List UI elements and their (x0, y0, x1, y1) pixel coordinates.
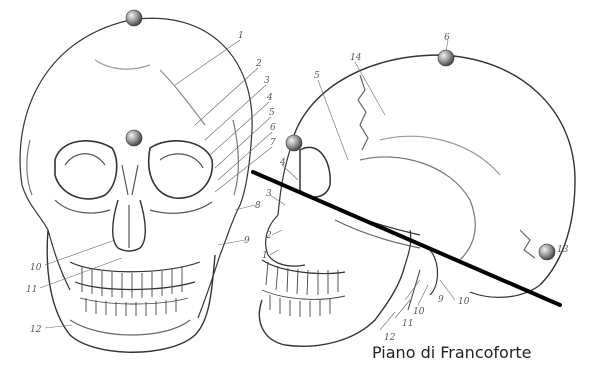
frontal-label-3: 3 (264, 76, 270, 86)
lateral-label-11: 11 (402, 319, 413, 329)
frontal-label-7: 7 (270, 138, 276, 148)
frontal-label-5: 5 (269, 108, 275, 118)
frontal-label-10: 10 (30, 263, 42, 273)
landmark-vertex-lateral (438, 50, 454, 66)
frontal-label-9: 9 (244, 236, 250, 246)
landmark-porion (286, 135, 302, 151)
frontal-label-1: 1 (238, 31, 244, 41)
lateral-label-10b: 10 (413, 307, 425, 317)
lateral-leader-lines (270, 40, 555, 330)
frontal-label-6: 6 (270, 123, 276, 133)
frankfort-plane-caption: Piano di Francoforte (372, 343, 532, 362)
frontal-skull (20, 18, 252, 352)
frankfort-plane-line (253, 172, 560, 305)
lateral-label-5: 5 (314, 71, 320, 81)
lateral-label-2: 2 (265, 231, 272, 241)
lateral-label-9: 9 (438, 295, 444, 305)
lateral-label-1: 1 (262, 251, 268, 261)
lateral-label-6: 6 (444, 33, 450, 43)
lateral-label-13: 13 (557, 245, 569, 255)
frontal-label-4: 4 (266, 93, 273, 103)
lateral-label-3: 3 (266, 189, 272, 199)
lateral-label-10: 10 (458, 297, 470, 307)
landmark-vertex-frontal (126, 10, 142, 26)
frontal-label-12: 12 (30, 325, 42, 335)
landmark-opisthocranion (539, 244, 555, 260)
frontal-label-11: 11 (26, 285, 37, 295)
frontal-label-8: 8 (255, 201, 261, 211)
landmark-nasion (126, 130, 142, 146)
lateral-label-14: 14 (350, 53, 362, 63)
lateral-skull (259, 55, 575, 346)
lateral-label-12: 12 (384, 333, 396, 343)
frontal-label-2: 2 (255, 59, 262, 69)
lateral-label-4: 4 (279, 158, 286, 168)
lateral-labels: 14 5 6 4 3 2 1 9 10 10 11 12 13 (262, 33, 569, 343)
